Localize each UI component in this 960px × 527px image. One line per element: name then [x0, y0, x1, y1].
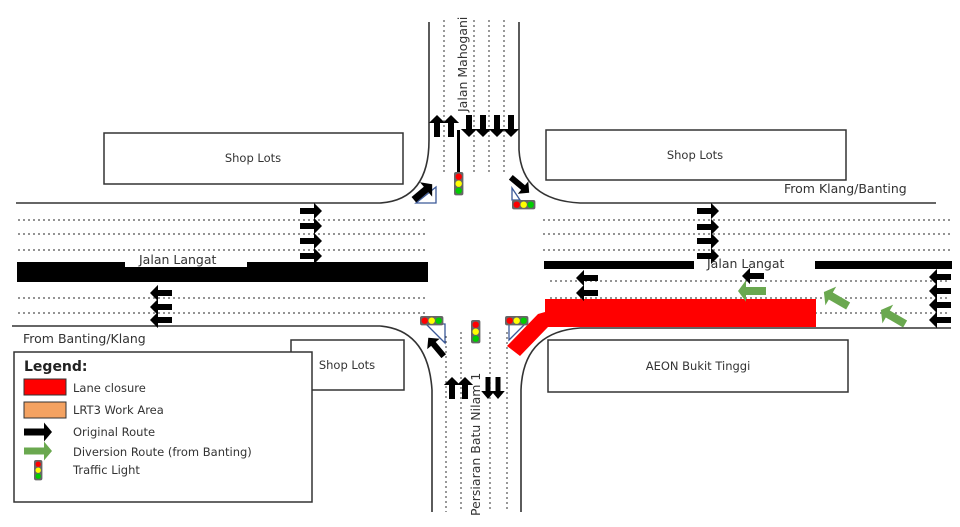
original-route-arrow-eastbound: [300, 247, 322, 265]
north-road-left-curb: [16, 22, 430, 204]
building-label-sw: Shop Lots: [319, 358, 375, 372]
road-label-south: Persiaran Batu Nilam 1: [468, 373, 483, 516]
road-label-north: Jalan Mahogani: [455, 17, 470, 113]
diversion-route-arrow: [823, 286, 851, 310]
west-median: [17, 262, 428, 282]
original-route-arrow-westbound: [576, 284, 598, 302]
route-arrows: [150, 115, 951, 399]
original-route-arrow-eastbound: [300, 202, 322, 220]
island-ne: [511, 185, 522, 201]
original-route-arrow-westbound: [929, 282, 951, 300]
south-road-left-curb: [12, 325, 433, 512]
legend-icon-original-route-arrow: [24, 422, 52, 442]
legend-swatch-lrt3-work-area: [23, 401, 67, 419]
traffic-light-south: [471, 320, 481, 344]
traffic-light-north: [454, 172, 464, 196]
legend-original-route-arrow: [24, 422, 52, 442]
original-route-arrow-southbound: [491, 377, 505, 399]
original-route-arrow-eastbound: [300, 232, 322, 250]
east-median-right: [815, 261, 952, 269]
original-route-arrow-southbound: [474, 115, 492, 137]
original-route-arrow-eastbound: [300, 217, 322, 235]
legend-label-lrt3-work-area: LRT3 Work Area: [73, 403, 164, 417]
original-route-arrow-southbound: [460, 115, 478, 137]
original-route-arrow-westbound: [929, 268, 951, 286]
original-route-arrow-eastbound: [697, 202, 719, 220]
original-route-arrow-turn-nw: [411, 182, 433, 203]
diversion-route-arrow: [880, 304, 908, 328]
direction-label-west: From Banting/Klang: [23, 331, 146, 346]
legend-icon-traffic-light: [34, 460, 43, 481]
original-route-arrow-westbound: [929, 296, 951, 314]
traffic-light-ne: [512, 200, 536, 210]
original-route-arrow-turn-ne: [508, 174, 530, 194]
legend-box: [13, 351, 313, 503]
original-route-arrow-westbound: [742, 267, 764, 285]
original-route-arrow-eastbound: [697, 232, 719, 250]
south-road-right-curb: [520, 327, 951, 512]
road-label-east: Jalan Langat: [706, 256, 785, 271]
lane-closure: [507, 299, 816, 356]
building-nw: [103, 132, 404, 185]
east-median-left: [544, 261, 694, 269]
legend-title: Legend:: [24, 359, 88, 375]
labels: Jalan Mahogani Persiaran Batu Nilam 1 Ja…: [23, 17, 907, 516]
original-route-arrow-westbound: [929, 311, 951, 329]
legend-diversion-route-arrow: [24, 441, 52, 461]
original-route-arrow-eastbound: [697, 218, 719, 236]
island-nw: [414, 185, 437, 204]
road-label-west: Jalan Langat: [138, 252, 217, 267]
legend-label-original-route: Original Route: [73, 425, 155, 439]
original-route-arrow-westbound: [576, 269, 598, 287]
building-ne: [545, 129, 847, 181]
lane-markings: [18, 20, 950, 512]
buildings: [103, 129, 849, 393]
legend-traffic-light: [34, 460, 43, 481]
legend-label-diversion-route: Diversion Route (from Banting): [73, 445, 252, 459]
original-route-arrow-eastbound: [697, 247, 719, 265]
building-label-ne: Shop Lots: [667, 148, 723, 162]
traffic-light-se: [505, 316, 529, 326]
original-route-arrow-northbound: [443, 377, 461, 399]
original-route-arrow-southbound: [481, 377, 495, 399]
legend: Legend: Lane closure LRT3 Work Area Orig…: [13, 351, 313, 503]
original-route-arrow-northbound: [442, 115, 460, 137]
north-median-stub: [457, 130, 460, 172]
legend-label-lane-closure: Lane closure: [73, 381, 146, 395]
original-route-arrow-northbound: [456, 377, 474, 399]
legend-label-traffic-light: Traffic Light: [72, 463, 140, 477]
north-road-right-curb: [518, 22, 936, 204]
building-se: [547, 339, 849, 393]
traffic-lights: [420, 172, 536, 344]
legend-icon-diversion-route-arrow: [24, 441, 52, 461]
building-label-nw: Shop Lots: [225, 151, 281, 165]
original-route-arrow-turn-sw: [427, 337, 447, 359]
original-route-arrow-southbound: [488, 115, 506, 137]
traffic-light-sw: [420, 316, 444, 326]
original-route-arrow-northbound: [428, 115, 446, 137]
legend-swatch-lane-closure: [23, 378, 67, 396]
road-edges: [12, 22, 951, 512]
original-route-arrow-westbound: [150, 311, 172, 329]
building-label-se: AEON Bukit Tinggi: [646, 359, 751, 373]
lane-closure-area: [507, 299, 816, 356]
direction-label-east: From Klang/Banting: [784, 181, 907, 196]
original-route-arrow-westbound: [150, 284, 172, 302]
original-route-arrow-westbound: [150, 298, 172, 316]
original-route-arrow-southbound: [502, 115, 520, 137]
medians: [17, 130, 952, 282]
diversion-route-arrow: [738, 280, 766, 302]
